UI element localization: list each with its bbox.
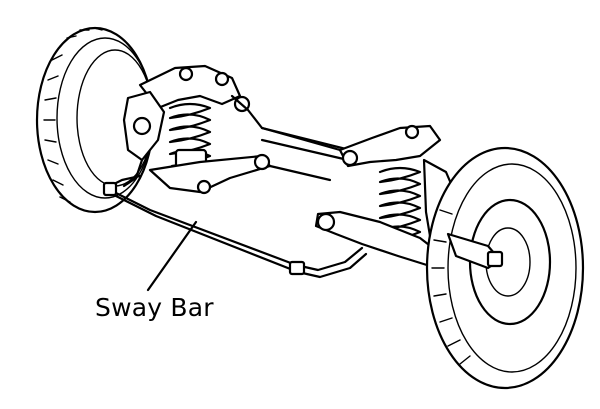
callout-leader-line [146,220,198,292]
right-upper-control-arm [338,124,442,168]
crossmember [260,126,352,182]
left-upper-control-arm [138,64,342,152]
left-lower-control-arm [148,153,272,195]
sway-bar [102,174,368,279]
left-knuckle [122,90,166,188]
right-hub [446,232,504,270]
right-tire [425,146,585,390]
sway-bar-label: Sway Bar [95,293,214,322]
